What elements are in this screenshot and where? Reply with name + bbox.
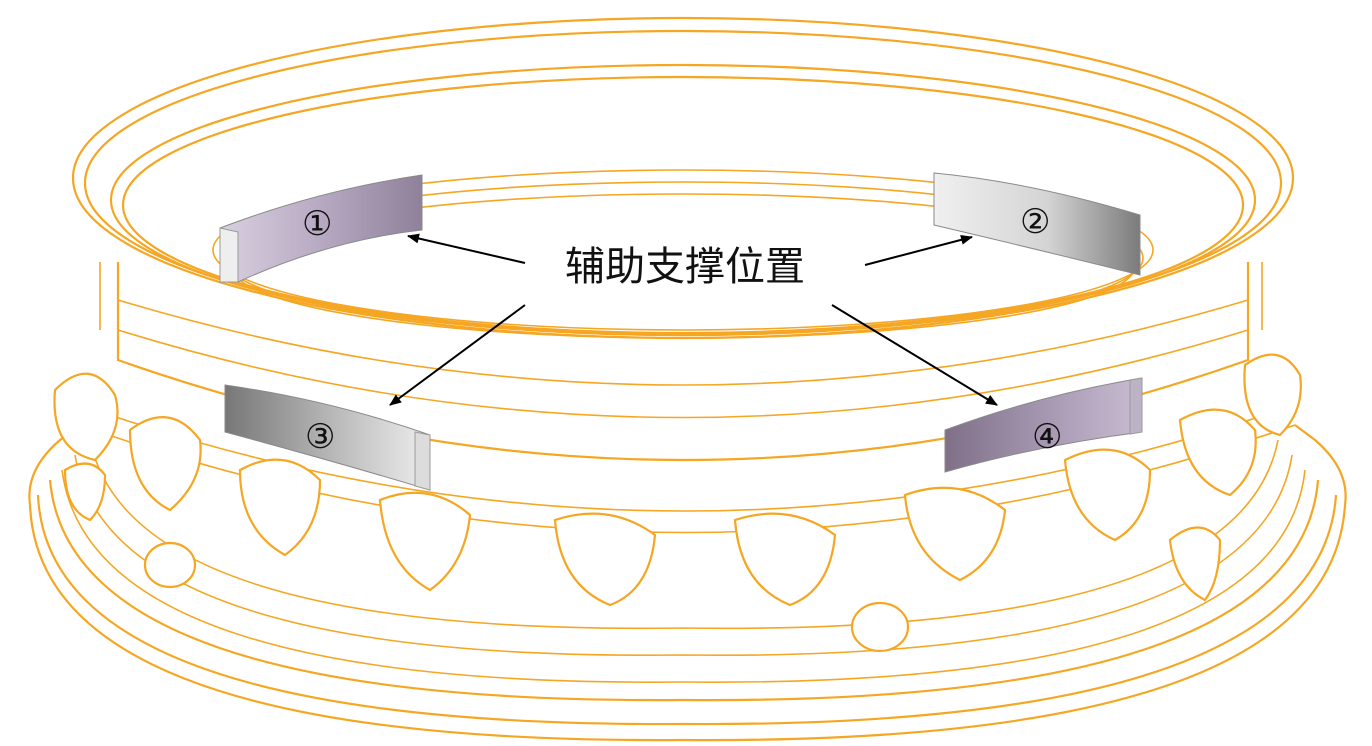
support-pad-2: ② xyxy=(933,172,1141,276)
upper-rim xyxy=(71,16,1295,340)
arrow-to-support-3 xyxy=(389,304,526,406)
support-marker-4: ④ xyxy=(1032,417,1062,457)
arrow-to-support-4 xyxy=(831,304,998,406)
arrow-to-support-2 xyxy=(864,234,973,266)
support-marker-1: ① xyxy=(302,204,332,244)
support-pad-1: ① xyxy=(219,174,423,283)
support-pad-4: ④ xyxy=(944,377,1143,473)
arrow-to-support-1 xyxy=(407,233,526,264)
support-marker-2: ② xyxy=(1020,202,1050,242)
callout: 辅助支撑位置 xyxy=(389,233,998,406)
support-marker-3: ③ xyxy=(305,417,335,457)
tooth-row xyxy=(53,353,1302,653)
callout-label-background xyxy=(565,235,805,295)
callout-label: 辅助支撑位置 xyxy=(565,244,805,290)
support-pad-3: ③ xyxy=(224,384,431,491)
